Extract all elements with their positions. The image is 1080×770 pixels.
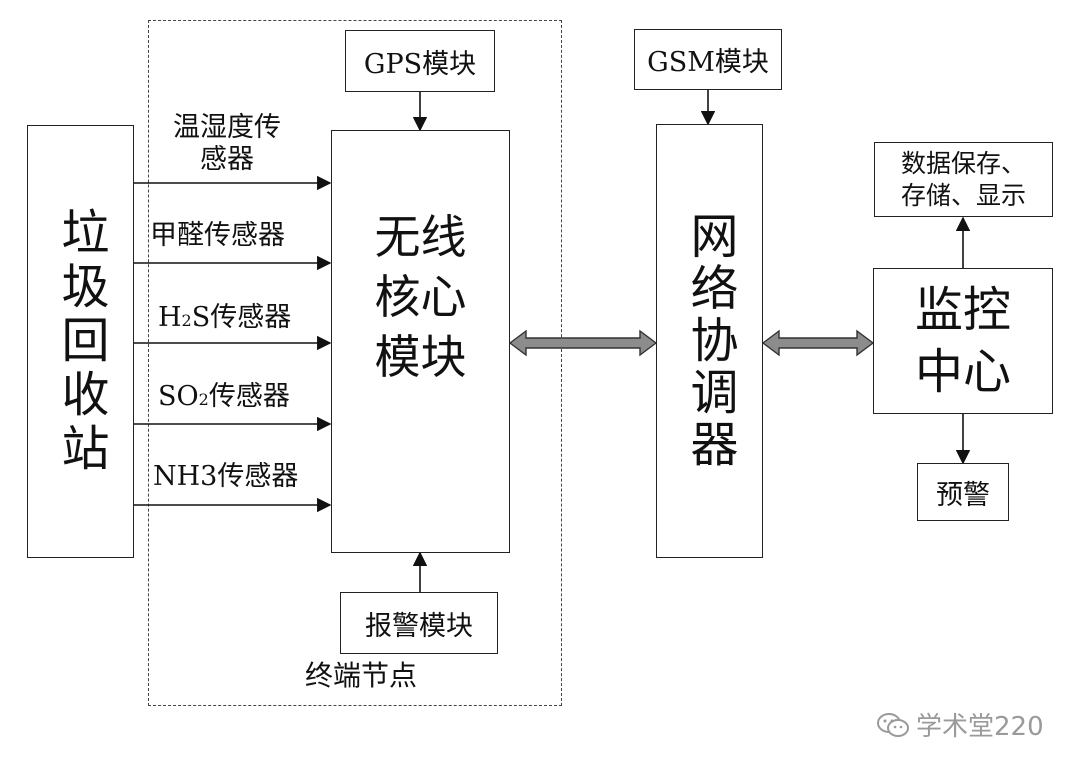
alarm-box: 报警模块 bbox=[340, 592, 498, 654]
coordinator-label: 网络协调器 bbox=[681, 211, 738, 471]
gps-label: GPS模块 bbox=[363, 48, 477, 80]
storage-box: 数据保存、 存储、显示 bbox=[874, 142, 1053, 217]
alarm-label: 报警模块 bbox=[365, 610, 473, 642]
gsm-label: GSM模块 bbox=[647, 47, 769, 78]
monitor-label: 监控中心 bbox=[914, 282, 1011, 400]
gps-box: GPS模块 bbox=[345, 30, 495, 92]
gsm-box: GSM模块 bbox=[634, 29, 782, 90]
warning-box: 预警 bbox=[917, 463, 1009, 521]
coordinator-box: 网络协调器 bbox=[656, 124, 763, 558]
watermark: 学术堂220 bbox=[876, 706, 1044, 743]
monitor-box: 监控中心 bbox=[873, 268, 1053, 414]
h2s-sensor-label: H2S传感器 bbox=[158, 302, 292, 333]
temp-sensor-label: 温湿度传 感器 bbox=[173, 112, 281, 175]
storage-label-line1: 数据保存、 bbox=[900, 148, 1026, 178]
station-label: 垃圾回收站 bbox=[52, 206, 109, 477]
core-module-label: 无线核心模块 bbox=[374, 209, 467, 384]
watermark-text: 学术堂220 bbox=[916, 712, 1044, 742]
warning-label: 预警 bbox=[936, 479, 990, 511]
nh3-sensor-label: NH3传感器 bbox=[153, 461, 299, 492]
terminal-node-region bbox=[148, 20, 562, 706]
terminal-node-label: 终端节点 bbox=[305, 659, 418, 692]
station-box: 垃圾回收站 bbox=[27, 125, 134, 558]
coordinator-monitor-link bbox=[761, 329, 875, 357]
wechat-icon bbox=[877, 712, 909, 737]
core-coordinator-link bbox=[508, 329, 658, 357]
formaldehyde-sensor-label: 甲醛传感器 bbox=[150, 220, 285, 251]
so2-sensor-label: SO2传感器 bbox=[158, 381, 290, 412]
core-module-box: 无线核心模块 bbox=[331, 130, 510, 553]
storage-label-line2: 存储、显示 bbox=[900, 180, 1026, 210]
